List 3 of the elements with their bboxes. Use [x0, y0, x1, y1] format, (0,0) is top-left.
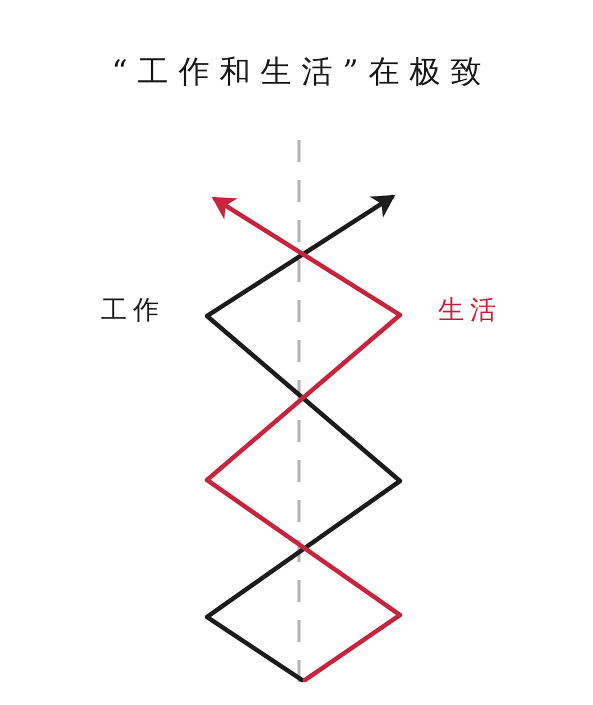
side-label: 生活 [437, 295, 502, 327]
side-label: 工作 [100, 295, 165, 327]
diagram-title: “工作和生活”在极致 [110, 54, 492, 92]
